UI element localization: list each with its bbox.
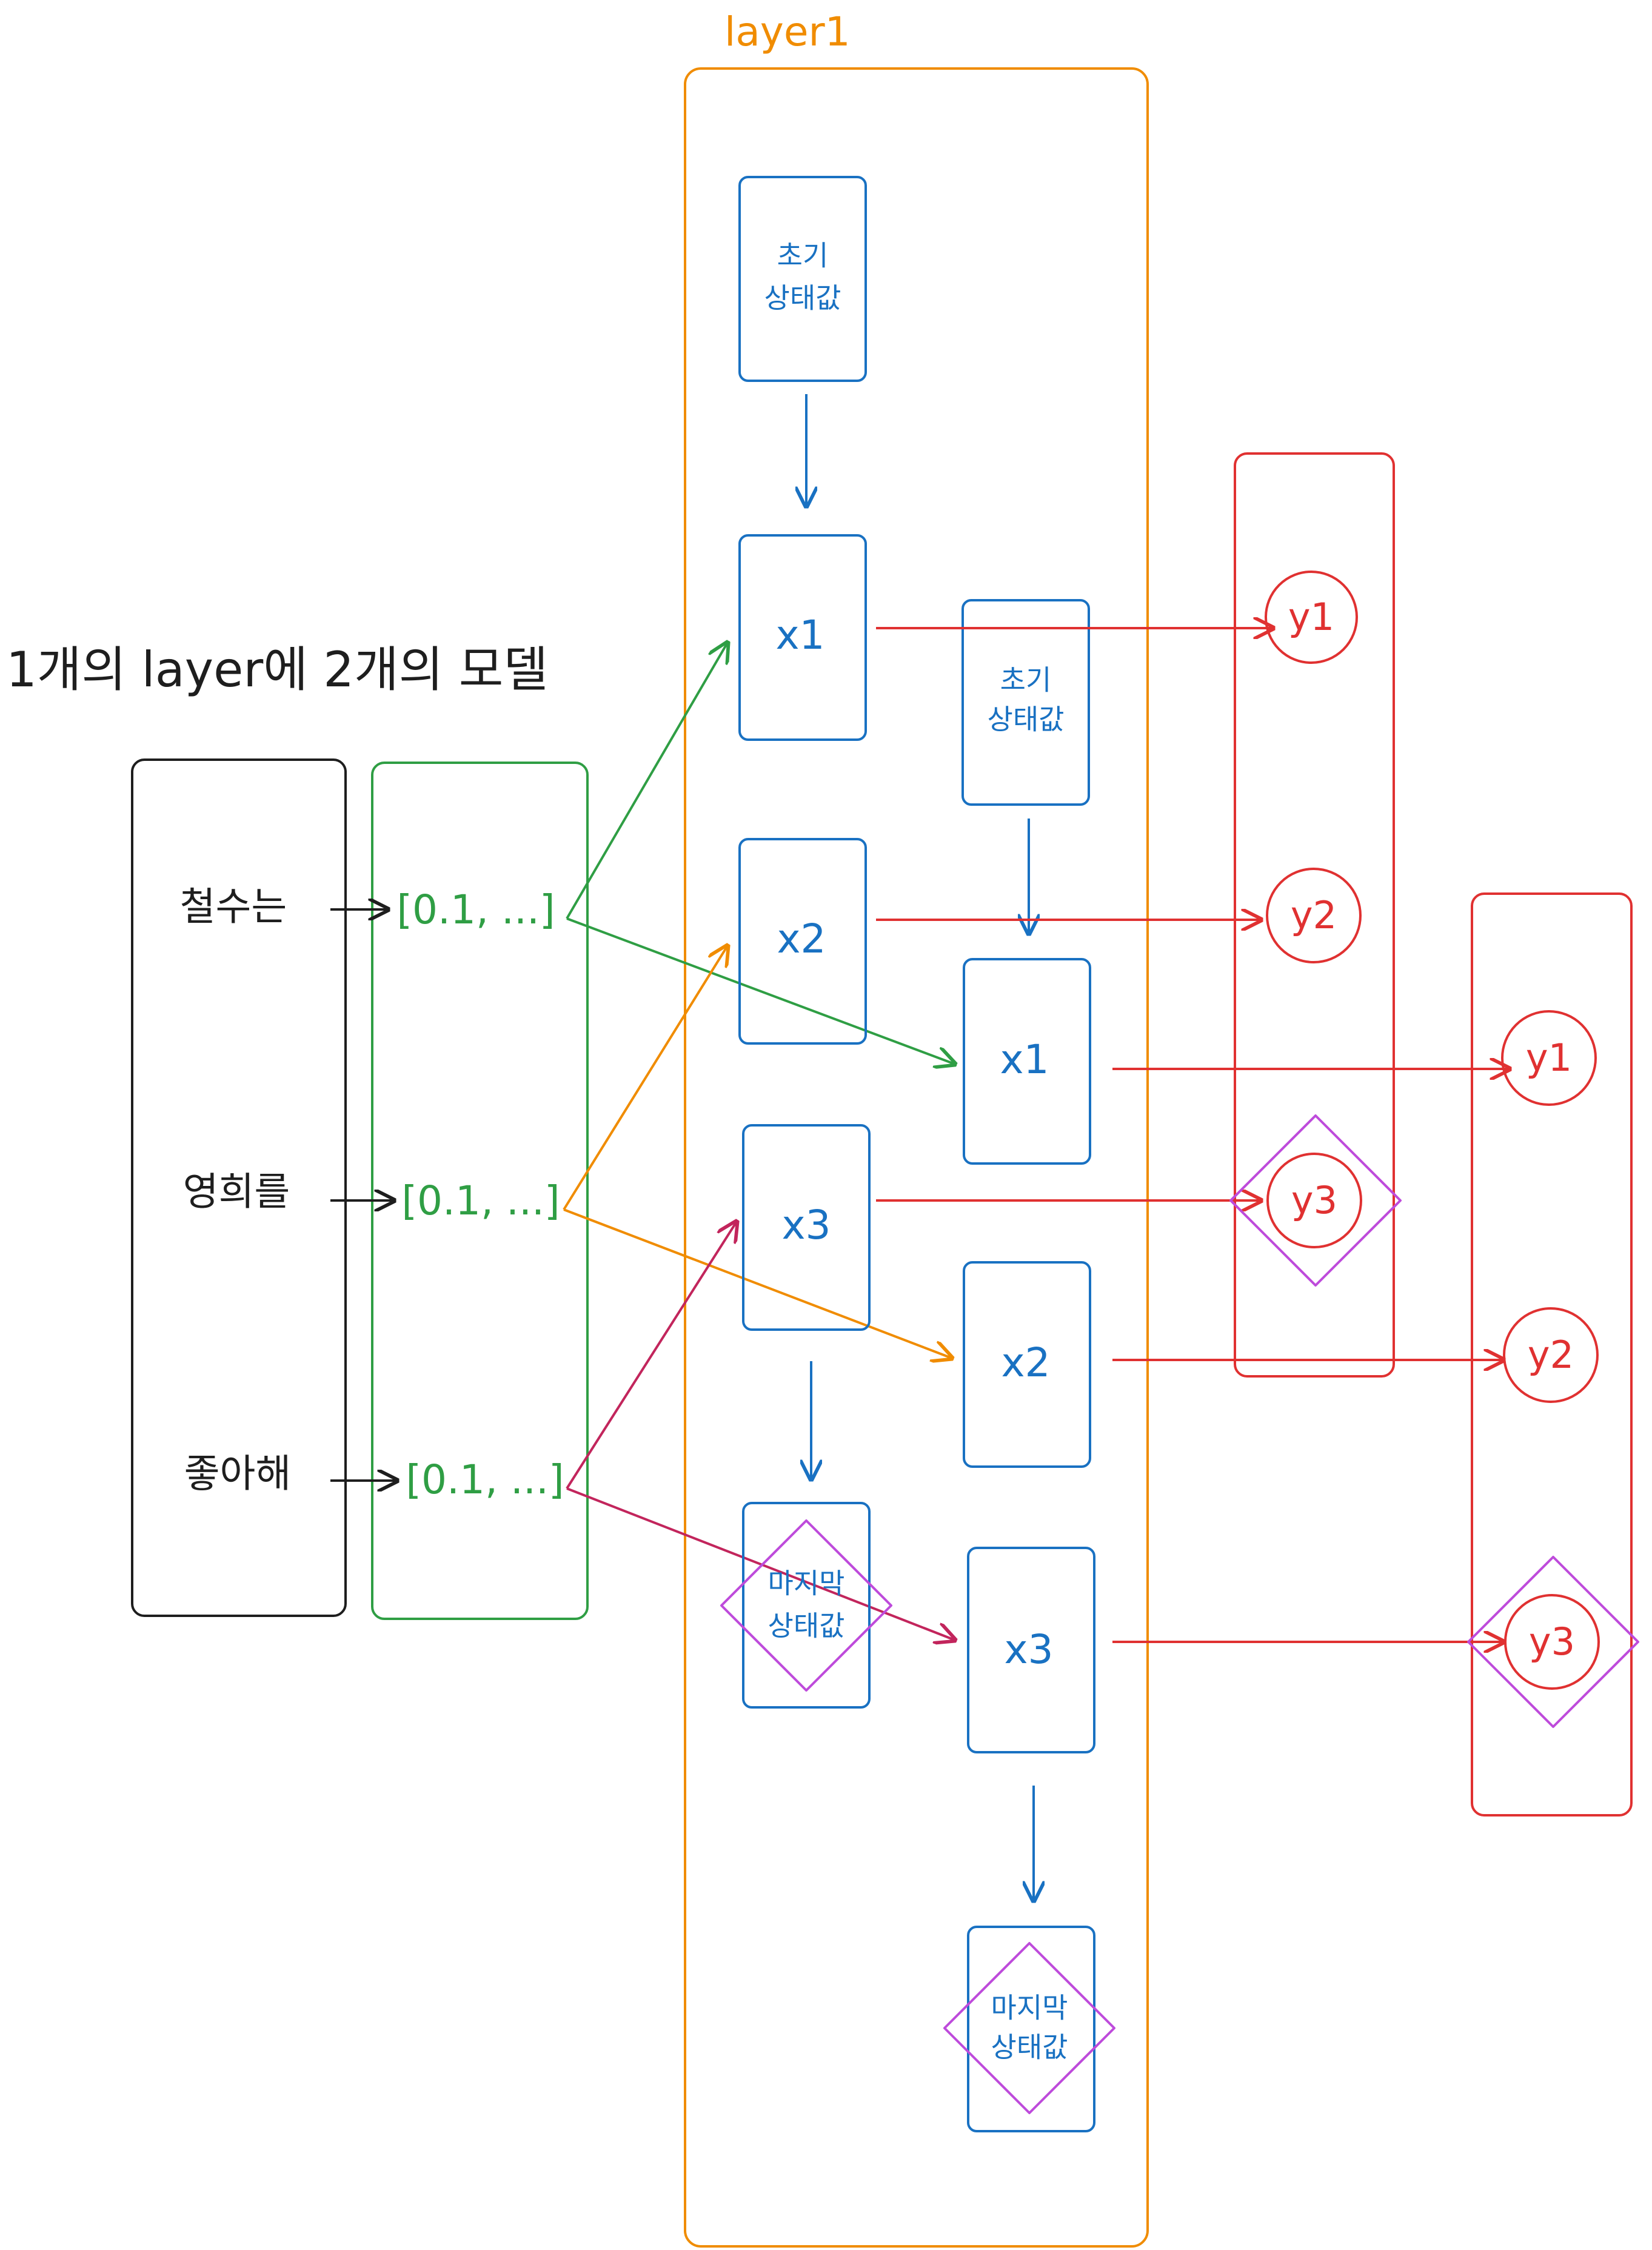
arrow-emb2-model2-x2 xyxy=(563,1208,952,1358)
model1-x2-box xyxy=(738,838,867,1045)
token-chulsu: 철수는 xyxy=(180,885,287,930)
model1-final-state-line2: 상태값 xyxy=(768,1610,845,1642)
model1-initial-state-line2: 상태값 xyxy=(764,282,841,315)
layer-label: layer1 xyxy=(724,8,851,55)
model1-y2-circle xyxy=(1266,868,1362,963)
arrow-emb1-model2-x1 xyxy=(566,917,955,1064)
model2-final-state-line2: 상태값 xyxy=(991,2031,1068,2064)
model2-y2-label: y2 xyxy=(1528,1333,1574,1377)
embedding-column-box xyxy=(371,762,589,1620)
model1-x3-label: x3 xyxy=(781,1202,831,1248)
model1-output-box xyxy=(1234,452,1395,1378)
model2-y3-label: y3 xyxy=(1529,1619,1575,1664)
arrow-emb3-model2-x3 xyxy=(566,1487,955,1640)
model1-y3-diamond xyxy=(1229,1114,1402,1287)
model1-final-state-diamond xyxy=(720,1519,892,1692)
model2-x1-box xyxy=(963,958,1091,1165)
model2-x2-box xyxy=(963,1261,1091,1468)
embedding-1: [0.1, ...] xyxy=(396,886,555,933)
token-like: 좋아해 xyxy=(184,1452,292,1497)
layer1-box xyxy=(684,67,1149,2248)
model2-final-state-box xyxy=(967,1926,1095,2132)
model2-y2-circle xyxy=(1503,1307,1599,1403)
model2-y3-diamond xyxy=(1467,1556,1639,1728)
model2-y1-circle xyxy=(1501,1010,1597,1106)
model2-output-box xyxy=(1471,892,1633,1816)
model1-y2-label: y2 xyxy=(1291,893,1337,937)
embedding-3: [0.1, ...] xyxy=(406,1456,564,1503)
model1-x3-box xyxy=(742,1124,871,1331)
model1-x1-label: x1 xyxy=(775,612,824,658)
model1-initial-state-box xyxy=(738,176,867,382)
model1-final-state-box xyxy=(742,1502,871,1709)
model1-x1-box xyxy=(738,534,867,741)
arrow-emb2-model1-x2 xyxy=(563,946,727,1211)
model2-y3-circle xyxy=(1504,1594,1600,1690)
arrow-emb3-model1-x3 xyxy=(566,1222,737,1490)
diagram-title: 1개의 layer에 2개의 모델 xyxy=(6,641,548,698)
model2-initial-state-line1: 초기 xyxy=(1000,664,1052,697)
model2-initial-state-box xyxy=(961,599,1090,806)
embedding-2: [0.1, ...] xyxy=(401,1177,560,1224)
model2-x3-box xyxy=(967,1547,1095,1753)
model1-final-state-line1: 마지막 xyxy=(768,1567,845,1600)
model1-x2-label: x2 xyxy=(777,916,826,962)
model2-final-state-line1: 마지막 xyxy=(991,1992,1068,2024)
model2-x2-label: x2 xyxy=(1001,1339,1050,1386)
model2-x3-label: x3 xyxy=(1004,1626,1053,1673)
model2-y1-label: y1 xyxy=(1526,1036,1572,1080)
model2-x1-label: x1 xyxy=(1000,1036,1049,1083)
model1-y3-circle xyxy=(1266,1153,1362,1248)
token-column-box xyxy=(131,758,347,1617)
model1-initial-state-line1: 초기 xyxy=(777,239,829,272)
arrow-emb1-model1-x1 xyxy=(566,643,727,920)
model1-y1-label: y1 xyxy=(1288,595,1334,639)
token-younghee: 영희를 xyxy=(183,1170,290,1215)
model1-y1-circle xyxy=(1265,571,1358,664)
model2-final-state-diamond xyxy=(943,1942,1115,2114)
model2-initial-state-line2: 상태값 xyxy=(988,703,1065,736)
model1-y3-label: y3 xyxy=(1291,1178,1337,1222)
